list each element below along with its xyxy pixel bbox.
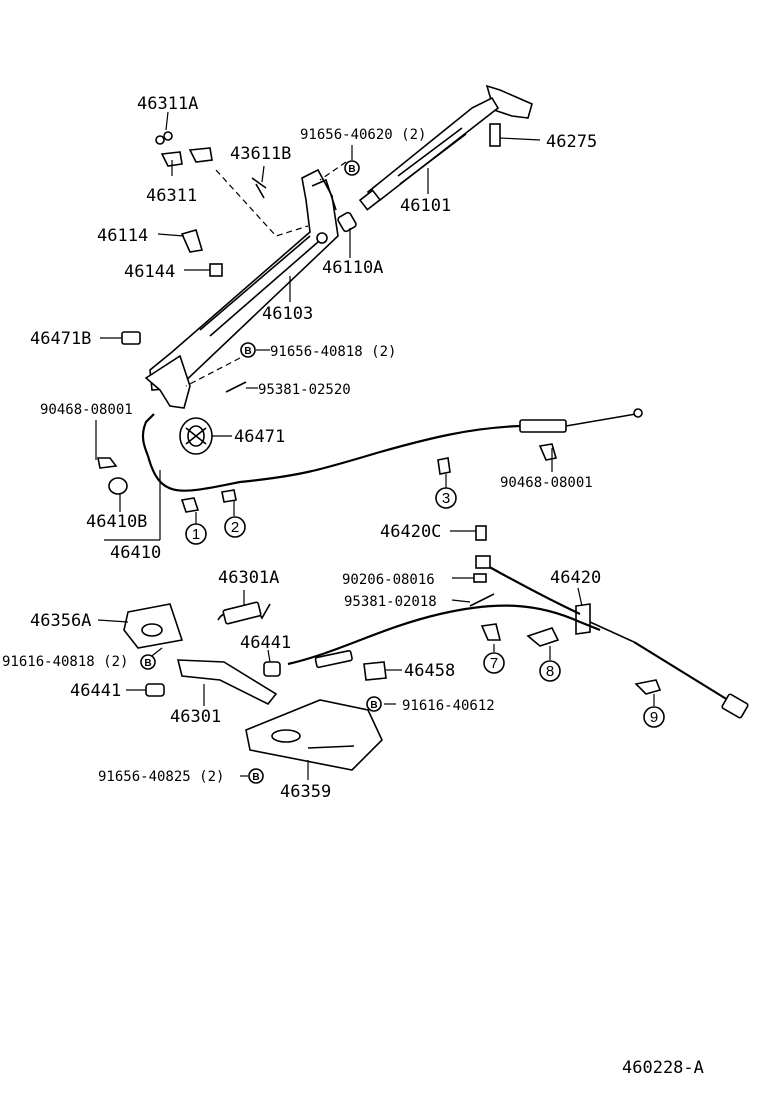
- label-95381-02018: 95381-02018: [344, 594, 437, 610]
- label-43611B: 43611B: [230, 144, 291, 164]
- svg-text:B: B: [348, 164, 355, 175]
- leader-lines: [95, 111, 655, 780]
- label-46301A: 46301A: [218, 568, 279, 588]
- figure-id: 460228-A: [622, 1058, 704, 1078]
- label-46356A: 46356A: [30, 611, 91, 631]
- label-90468-08001-left: 90468-08001: [40, 402, 133, 418]
- label-46101: 46101: [400, 196, 451, 216]
- label-91616-40612: 91616-40612: [402, 698, 495, 714]
- label-46359: 46359: [280, 782, 331, 802]
- label-91656-40825: 91656-40825 (2): [98, 769, 224, 785]
- label-91656-40620: 91656-40620 (2): [300, 127, 426, 143]
- svg-text:B: B: [252, 772, 259, 783]
- rear-cable-assembly: [97, 408, 643, 513]
- circle-marker-9: 9: [643, 706, 665, 728]
- front-cable-assembly: [287, 525, 749, 719]
- label-95381-02520: 95381-02520: [258, 382, 351, 398]
- label-90468-08001-right: 90468-08001: [500, 475, 593, 491]
- label-46471B: 46471B: [30, 329, 91, 349]
- label-46110A: 46110A: [322, 258, 383, 278]
- label-46420: 46420: [550, 568, 601, 588]
- circle-marker-3: 3: [435, 487, 457, 509]
- label-46144: 46144: [124, 262, 175, 282]
- label-46311A: 46311A: [137, 94, 198, 114]
- svg-text:B: B: [244, 346, 251, 357]
- label-46458: 46458: [404, 661, 455, 681]
- label-46410: 46410: [110, 543, 161, 563]
- label-91616-40818: 91616-40818 (2): [2, 654, 128, 670]
- numbered-markers: 1 2 3 7 8 9: [185, 487, 665, 728]
- svg-text:B: B: [370, 700, 377, 711]
- b-marker-1: B: [344, 160, 360, 176]
- circle-marker-8: 8: [539, 660, 561, 682]
- svg-text:1: 1: [192, 526, 200, 543]
- label-46441-upper: 46441: [240, 633, 291, 653]
- part-labels: 46311A 46311 43611B 91656-40620 (2) 4627…: [2, 94, 704, 1078]
- brake-lever-assembly: [121, 84, 533, 455]
- svg-text:9: 9: [650, 709, 658, 726]
- circle-marker-2: 2: [224, 516, 246, 538]
- label-90206-08016: 90206-08016: [342, 572, 435, 588]
- b-marker-3: B: [140, 654, 156, 670]
- b-marker-4: B: [366, 696, 382, 712]
- label-46301: 46301: [170, 707, 221, 727]
- svg-text:B: B: [144, 658, 151, 669]
- svg-text:8: 8: [546, 663, 554, 680]
- label-46114: 46114: [97, 226, 148, 246]
- label-46275: 46275: [546, 132, 597, 152]
- circle-marker-7: 7: [483, 652, 505, 674]
- label-46471: 46471: [234, 427, 285, 447]
- b-marker-5: B: [248, 768, 264, 784]
- label-46441-lower: 46441: [70, 681, 121, 701]
- svg-text:3: 3: [442, 490, 450, 507]
- svg-text:7: 7: [490, 655, 498, 672]
- circle-marker-1: 1: [185, 523, 207, 545]
- b-markers: B B B B B: [140, 160, 382, 784]
- label-91656-40818: 91656-40818 (2): [270, 344, 396, 360]
- label-46103: 46103: [262, 304, 313, 324]
- svg-text:2: 2: [231, 519, 239, 536]
- label-46420C: 46420C: [380, 522, 441, 542]
- equalizer-brackets: [123, 601, 387, 771]
- label-46311: 46311: [146, 186, 197, 206]
- b-marker-2: B: [240, 342, 256, 358]
- label-46410B: 46410B: [86, 512, 147, 532]
